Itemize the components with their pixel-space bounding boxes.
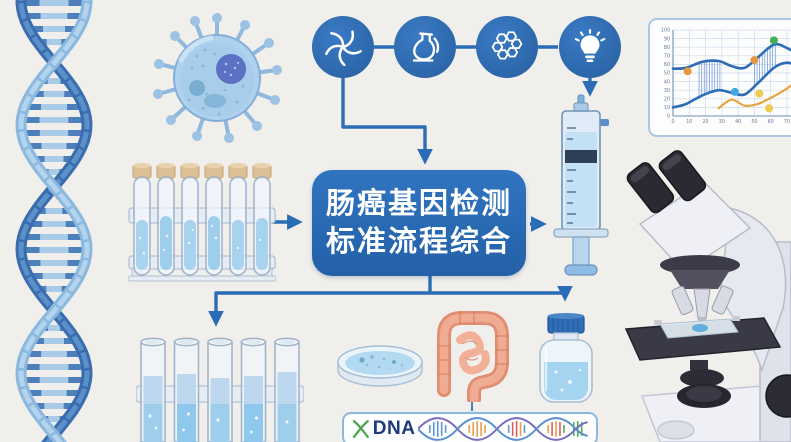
molecule-cluster-icon bbox=[491, 31, 523, 60]
svg-text:40: 40 bbox=[735, 119, 741, 125]
svg-text:20: 20 bbox=[664, 97, 670, 103]
microscope-illustration bbox=[624, 150, 791, 442]
dna-double-helix-illustration bbox=[15, 0, 93, 442]
arrow-split-to-bottle bbox=[430, 286, 573, 302]
svg-text:80: 80 bbox=[664, 45, 670, 51]
title-line-2: 标准流程综合 bbox=[325, 226, 512, 258]
virus-nucleus bbox=[216, 54, 246, 84]
capped-tubes bbox=[132, 162, 272, 276]
svg-text:30: 30 bbox=[664, 88, 670, 94]
eyepieces bbox=[626, 150, 707, 214]
dna-helix-sequence-icon bbox=[418, 417, 588, 441]
line-chart: 0 10 20 30 40 50 60 70 0 10 20 30 40 50 60 70 80 90 100 bbox=[661, 28, 791, 125]
svg-text:0: 0 bbox=[671, 119, 674, 125]
svg-text:90: 90 bbox=[664, 36, 670, 42]
svg-text:10: 10 bbox=[686, 119, 692, 125]
svg-text:20: 20 bbox=[703, 119, 709, 125]
svg-text:30: 30 bbox=[719, 119, 725, 125]
title-box: 肠癌基因检测 标准流程综合 bbox=[312, 170, 526, 276]
dna-sequence-strip: DNA bbox=[342, 412, 598, 442]
process-step-molecules bbox=[476, 16, 538, 78]
capped-test-tube-rack-illustration bbox=[128, 162, 276, 282]
green-cross-icon bbox=[352, 420, 369, 438]
spiral-icon bbox=[325, 30, 362, 66]
process-step-idea bbox=[559, 16, 621, 78]
round-flask-icon bbox=[412, 32, 440, 62]
process-step-flask bbox=[394, 16, 456, 78]
virus-cell-illustration bbox=[153, 13, 282, 143]
arrow-split-to-rack bbox=[208, 291, 430, 327]
svg-text:0: 0 bbox=[667, 114, 670, 120]
open-tubes bbox=[140, 337, 300, 442]
svg-text:60: 60 bbox=[664, 62, 670, 68]
dna-label: DNA bbox=[372, 418, 416, 439]
title-line-1: 肠癌基因检测 bbox=[325, 187, 512, 220]
culture-colonies bbox=[359, 355, 404, 371]
svg-text:60: 60 bbox=[768, 119, 774, 125]
results-chart-card: 0 10 20 30 40 50 60 70 0 10 20 30 40 50 60 70 80 90 100 bbox=[648, 18, 791, 137]
svg-text:40: 40 bbox=[664, 79, 670, 85]
reagent-bottle-illustration bbox=[539, 313, 593, 403]
arrow-spiral-to-titlebox bbox=[341, 78, 433, 165]
svg-text:50: 50 bbox=[664, 71, 670, 77]
objective-lenses bbox=[671, 285, 734, 324]
svg-text:10: 10 bbox=[664, 105, 670, 111]
svg-text:100: 100 bbox=[661, 28, 670, 34]
svg-text:50: 50 bbox=[751, 119, 757, 125]
svg-text:70: 70 bbox=[664, 54, 670, 60]
svg-text:70: 70 bbox=[784, 119, 790, 125]
syringe-illustration bbox=[553, 94, 609, 276]
intestine-illustration bbox=[437, 311, 509, 402]
process-step-spiral bbox=[312, 16, 374, 78]
open-test-tube-rack-illustration bbox=[136, 337, 304, 442]
petri-dish-illustration bbox=[337, 345, 423, 387]
lightbulb-icon bbox=[574, 29, 606, 62]
